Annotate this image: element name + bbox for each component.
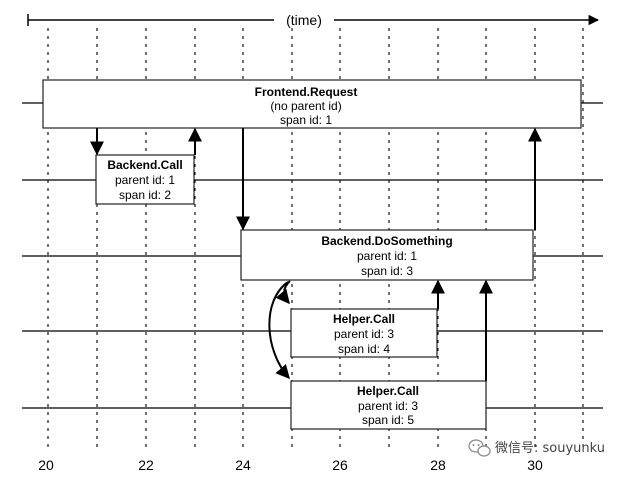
span-backend-call: Backend.Call parent id: 1 span id: 2 <box>95 154 195 205</box>
span-parent-id: parent id: 1 <box>115 173 175 187</box>
span-parent-id: parent id: 3 <box>334 327 394 341</box>
watermark: 微信号: souyunku <box>468 439 605 457</box>
tick-label: 24 <box>235 457 251 473</box>
span-id: span id: 5 <box>362 413 414 427</box>
tick-label: 20 <box>38 457 54 473</box>
wechat-icon <box>468 439 491 457</box>
span-id: span id: 2 <box>119 188 171 202</box>
span-parent-id: (no parent id) <box>270 99 341 113</box>
span-title: Backend.DoSomething <box>321 234 452 248</box>
watermark-text: 微信号: souyunku <box>495 441 605 456</box>
span-helper-call-2: Helper.Call parent id: 3 span id: 5 <box>290 380 487 430</box>
span-id: span id: 3 <box>361 264 413 278</box>
span-parent-id: parent id: 3 <box>358 399 418 413</box>
tick-label: 26 <box>332 457 348 473</box>
span-title: Helper.Call <box>357 384 419 398</box>
span-parent-id: parent id: 1 <box>357 249 417 263</box>
span-id: span id: 1 <box>280 113 332 127</box>
span-title: Helper.Call <box>333 312 395 326</box>
tick-label: 30 <box>527 457 543 473</box>
time-axis-label: (time) <box>286 12 322 28</box>
span-id: span id: 4 <box>338 342 390 356</box>
call-arrow-dosomething-to-helper-2 <box>268 281 290 380</box>
call-arrows <box>90 127 542 381</box>
tick-label: 22 <box>138 457 154 473</box>
tick-label: 28 <box>430 457 446 473</box>
span-title: Backend.Call <box>107 158 182 172</box>
span-helper-call-1: Helper.Call parent id: 3 span id: 4 <box>290 308 438 358</box>
span-title: Frontend.Request <box>255 85 358 99</box>
time-axis: (time) <box>27 12 600 28</box>
span-backend-dosomething: Backend.DoSomething parent id: 1 span id… <box>240 229 534 281</box>
time-tick-labels: 20 22 24 26 28 30 <box>38 457 543 473</box>
span-frontend-request: Frontend.Request (no parent id) span id:… <box>42 79 582 129</box>
